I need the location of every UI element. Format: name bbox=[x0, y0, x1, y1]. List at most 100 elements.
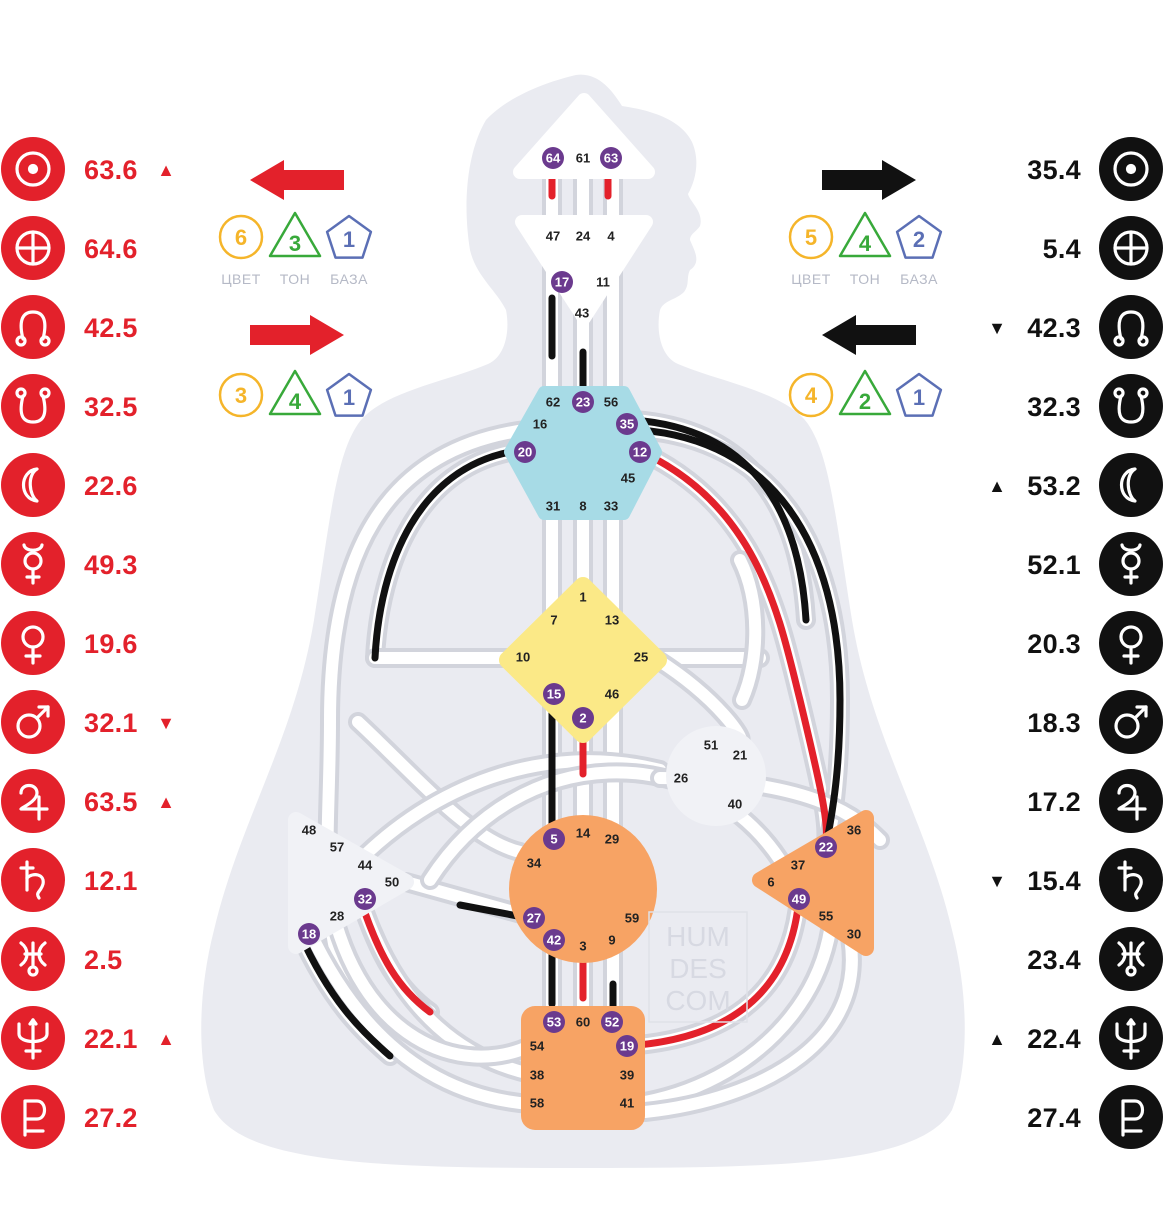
spleen-center bbox=[288, 812, 414, 954]
channel bbox=[304, 926, 536, 1110]
gate-30: 30 bbox=[847, 927, 861, 942]
exalted-marker: ▲ bbox=[988, 1029, 1006, 1049]
activation-value: 64.6 bbox=[84, 234, 138, 264]
uranus-icon bbox=[19, 941, 47, 977]
detriment-marker: ▼ bbox=[157, 713, 175, 733]
tone-variable-triangle bbox=[838, 369, 892, 416]
watermark: HUM DES COM bbox=[648, 911, 748, 1023]
personality-row: 32.5 bbox=[1, 374, 138, 438]
gate-25: 25 bbox=[634, 650, 648, 665]
gate-marker bbox=[616, 1035, 638, 1057]
planet-badge bbox=[1, 374, 65, 438]
activation-value: 32.5 bbox=[84, 392, 138, 422]
earth-icon bbox=[15, 230, 51, 266]
base-variable-value: 1 bbox=[913, 385, 925, 410]
gate-58: 58 bbox=[530, 1096, 544, 1111]
design-row: 23.4 bbox=[1027, 927, 1163, 991]
gate-54: 54 bbox=[530, 1039, 545, 1054]
sun-icon bbox=[1113, 151, 1149, 187]
personality-row: 63.5▲ bbox=[1, 769, 175, 833]
glyph-stroke bbox=[1113, 151, 1149, 187]
saturn-icon bbox=[19, 860, 45, 900]
personality-row: 27.2 bbox=[1, 1085, 137, 1149]
personality-row: 2.5 bbox=[1, 927, 122, 991]
gate-26: 26 bbox=[674, 771, 688, 786]
activation-value: 53.2 bbox=[1027, 471, 1081, 501]
gate-51: 51 bbox=[704, 738, 718, 753]
sun-icon bbox=[15, 151, 51, 187]
activation-value: 17.2 bbox=[1027, 787, 1081, 817]
glyph-stroke bbox=[35, 705, 50, 720]
design-row: 20.3 bbox=[1027, 611, 1163, 675]
glyph-stroke bbox=[1120, 467, 1137, 503]
gate-28: 28 bbox=[330, 909, 344, 924]
planet-badge bbox=[1099, 1085, 1163, 1149]
gate-marker bbox=[788, 888, 810, 910]
personality-row: 32.1 ▼ bbox=[1, 690, 175, 754]
gate-37: 37 bbox=[791, 858, 805, 873]
design-row: 42.3▼ bbox=[988, 295, 1163, 359]
tone-variable-value: 4 bbox=[859, 231, 872, 256]
planet-badge bbox=[1099, 611, 1163, 675]
base-variable-value: 1 bbox=[343, 385, 355, 410]
gate-53: 53 bbox=[547, 1015, 561, 1030]
gate-marker bbox=[572, 707, 594, 729]
tone-label: ТОН bbox=[850, 271, 880, 287]
exalted-marker: ▲ bbox=[157, 792, 175, 812]
activation-value: 22.4 bbox=[1027, 1024, 1081, 1054]
ego-center bbox=[666, 726, 766, 826]
channel-activation bbox=[636, 426, 844, 850]
glyph-stroke bbox=[1137, 335, 1149, 347]
planet-badge bbox=[1, 295, 65, 359]
tone-variable-value: 4 bbox=[289, 389, 302, 414]
gate-60: 60 bbox=[576, 1015, 590, 1030]
design-row: 52.1 bbox=[1027, 532, 1163, 596]
glyph-stroke bbox=[1121, 1099, 1145, 1137]
gate-23: 23 bbox=[576, 395, 590, 410]
design-arrow-top bbox=[822, 160, 916, 200]
gate-19: 19 bbox=[620, 1039, 634, 1054]
venus-icon bbox=[21, 625, 45, 665]
gate-64: 64 bbox=[546, 151, 561, 166]
base-variable-pentagon bbox=[895, 372, 943, 417]
gate-21: 21 bbox=[733, 748, 747, 763]
pluto-icon bbox=[23, 1099, 47, 1137]
gate-20: 20 bbox=[518, 445, 532, 460]
gate-marker bbox=[543, 828, 565, 850]
planet-badge bbox=[1, 532, 65, 596]
watermark-text: COM bbox=[665, 985, 730, 1016]
base-variable-value: 1 bbox=[343, 227, 355, 252]
gate-marker bbox=[543, 1011, 565, 1033]
color-label: ЦВЕТ bbox=[221, 271, 261, 287]
personality-row: 22.1▲ bbox=[1, 1006, 175, 1070]
exalted-marker: ▲ bbox=[988, 476, 1006, 496]
gate-39: 39 bbox=[620, 1068, 634, 1083]
planet-badge bbox=[1099, 295, 1163, 359]
glyph-stroke bbox=[23, 1099, 47, 1137]
channel bbox=[734, 554, 762, 706]
glyph-stroke bbox=[27, 965, 39, 977]
gate-13: 13 bbox=[605, 613, 619, 628]
sacral-center bbox=[509, 815, 657, 963]
watermark-text: HUM bbox=[666, 921, 730, 952]
base-label: БАЗА bbox=[330, 271, 368, 287]
gate-62: 62 bbox=[546, 395, 560, 410]
channel-activation bbox=[296, 930, 394, 1060]
gate-47: 47 bbox=[546, 229, 560, 244]
color-variable-value: 5 bbox=[805, 225, 817, 250]
gate-43: 43 bbox=[575, 306, 589, 321]
gate-8: 8 bbox=[579, 499, 586, 514]
gate-5: 5 bbox=[550, 832, 557, 847]
channel-activation bbox=[642, 450, 830, 849]
planet-badge bbox=[1099, 690, 1163, 754]
glyph-stroke bbox=[15, 151, 51, 187]
activation-value: 32.1 bbox=[84, 708, 138, 738]
gate-10: 10 bbox=[516, 650, 530, 665]
personality-row: 64.6 bbox=[1, 216, 138, 280]
pluto-icon bbox=[1121, 1099, 1145, 1137]
tone-variable-value: 2 bbox=[859, 389, 871, 414]
channel-activation bbox=[356, 894, 434, 1016]
